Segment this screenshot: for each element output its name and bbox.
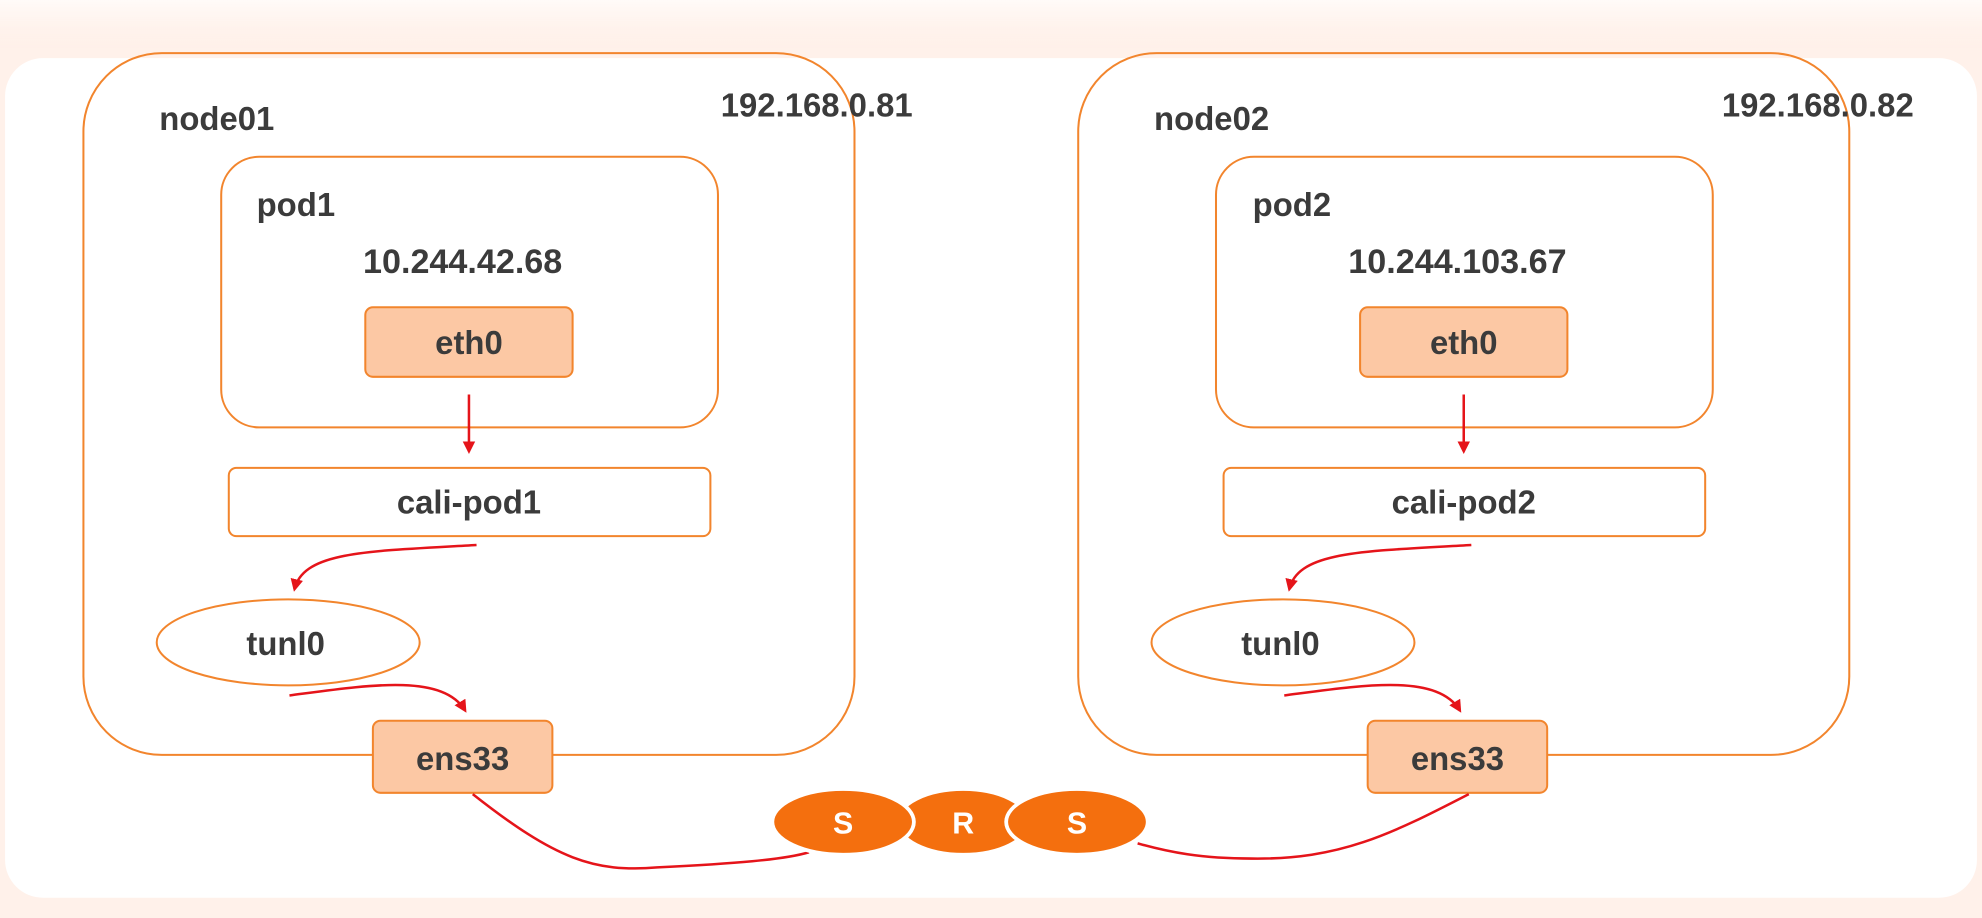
cali-pod2-label: cali-pod2 bbox=[1391, 483, 1536, 521]
node02-label: node02 bbox=[1154, 99, 1270, 138]
switch-right-ellipse bbox=[1004, 787, 1150, 857]
link-ens33-node01-to-switch bbox=[471, 793, 810, 870]
switch-left-label: S bbox=[832, 806, 854, 841]
cali-pod1-label: cali-pod1 bbox=[396, 483, 542, 521]
pod2-label: pod2 bbox=[1252, 185, 1332, 224]
pod2-eth0-label: eth0 bbox=[1429, 323, 1498, 362]
node02-ens33-label: ens33 bbox=[1410, 739, 1505, 778]
node01-ens33-box bbox=[371, 719, 554, 794]
node01-label: node01 bbox=[159, 99, 275, 138]
node01-ens33-label: ens33 bbox=[416, 739, 510, 778]
node01-tunl0-ellipse bbox=[155, 598, 421, 687]
router-label: R bbox=[952, 806, 975, 841]
pod1-eth0-box bbox=[364, 306, 574, 378]
pod1-ip-label: 10.244.42.68 bbox=[362, 242, 563, 281]
arrow-cali-pod1-to-tunl0 bbox=[290, 543, 477, 592]
top-fade bbox=[0, 0, 1982, 51]
switch-right-label: S bbox=[1066, 806, 1088, 841]
node01-ip-label: 192.168.0.81 bbox=[720, 85, 913, 124]
diagram-panel bbox=[5, 58, 1977, 898]
arrow-cali-pod2-to-tunl0 bbox=[1285, 543, 1472, 592]
node01-tunl0-label: tunl0 bbox=[246, 624, 325, 663]
node02-ens33-box bbox=[1366, 719, 1549, 794]
cali-pod2-box bbox=[1222, 466, 1707, 538]
node02-tunl0-label: tunl0 bbox=[1241, 624, 1320, 663]
arrow-tunl0-to-ens33-node02 bbox=[1284, 683, 1462, 713]
arrow-tunl0-to-ens33-node01 bbox=[289, 683, 467, 713]
switch-left-ellipse bbox=[770, 787, 916, 857]
pod1-eth0-label: eth0 bbox=[435, 323, 503, 362]
pod2-ip-label: 10.244.103.67 bbox=[1348, 242, 1567, 281]
node02-tunl0-ellipse bbox=[1150, 598, 1416, 687]
link-ens33-node02-to-switch bbox=[1137, 792, 1470, 860]
node02-ip-label: 192.168.0.82 bbox=[1721, 85, 1914, 124]
cali-pod1-box bbox=[227, 466, 712, 538]
pod2-eth0-box bbox=[1359, 306, 1569, 378]
pod1-label: pod1 bbox=[256, 185, 336, 224]
